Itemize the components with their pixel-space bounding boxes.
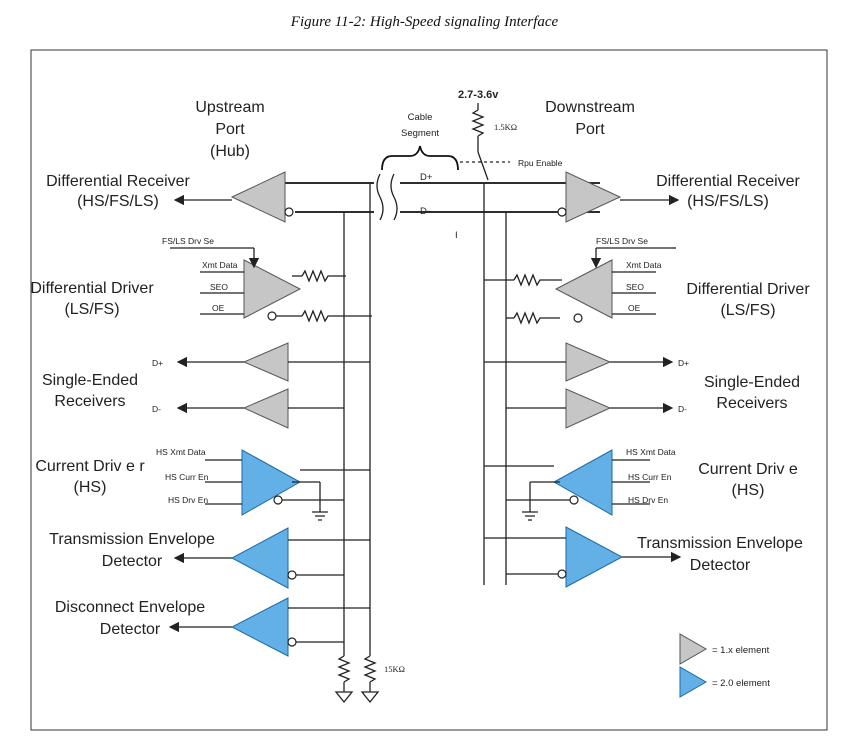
right-se-dplus: D+	[678, 358, 689, 368]
left-current-driver	[205, 449, 370, 521]
left-diff-driver-label-1: Differential Driver	[30, 280, 154, 297]
right-single-ended-label-1: Single-Ended	[704, 374, 800, 391]
left-single-ended-label-2: Receivers	[54, 393, 125, 410]
figure-frame	[30, 49, 828, 731]
right-current-driver	[484, 449, 650, 521]
left-tx-envelope-detector	[173, 527, 370, 589]
right-diff-driver	[484, 247, 676, 325]
left-fsls-drv-se: FS/LS Drv Se	[162, 236, 214, 246]
left-disc-env-label-1: Disconnect Envelope	[55, 599, 205, 616]
right-vertical-buses	[483, 183, 507, 585]
cable-label-1: Cable	[408, 112, 433, 123]
legend-blue-label: = 2.0 element	[712, 678, 770, 689]
left-current-driver-label-1: Current Driv e r	[35, 458, 145, 475]
left-current-driver-label-2: (HS)	[74, 479, 107, 496]
left-xmt-data: Xmt Data	[202, 260, 238, 270]
downstream-label-2: Port	[575, 121, 605, 138]
left-tx-env-label-2: Detector	[102, 553, 163, 570]
dplus-label: D+	[420, 172, 433, 183]
right-xmt-data: Xmt Data	[626, 260, 662, 270]
right-tx-env-label-1: Transmission Envelope	[637, 535, 803, 552]
left-hs-drv-en: HS Drv En	[168, 495, 208, 505]
cable-break	[374, 173, 400, 221]
right-seo: SEO	[626, 282, 644, 292]
pullup-resistor	[471, 103, 489, 181]
cable-brace	[381, 145, 459, 171]
pullup-value: 1.5KΩ	[494, 122, 517, 132]
left-se-dminus: D-	[152, 404, 161, 414]
right-diff-receiver-label-2: (HS/FS/LS)	[687, 193, 769, 210]
downstream-label-1: Downstream	[545, 99, 635, 116]
right-diff-receiver	[557, 171, 680, 223]
right-current-driver-label-1: Current Driv e	[698, 461, 798, 478]
right-single-ended-receivers	[484, 342, 674, 429]
left-tx-env-label-1: Transmission Envelope	[49, 531, 215, 548]
right-hs-curr-en: HS Curr En	[628, 472, 672, 482]
rpu-enable-label: Rpu Enable	[518, 158, 563, 168]
left-oe: OE	[212, 303, 225, 313]
figure-title: Figure 11-2: High-Speed signaling Interf…	[290, 14, 559, 30]
pulldown-value: 15KΩ	[384, 664, 405, 674]
left-diff-receiver-label-2: (HS/FS/LS)	[77, 193, 159, 210]
left-se-dplus: D+	[152, 358, 163, 368]
left-vertical-buses	[343, 183, 371, 650]
left-single-ended-receivers	[176, 342, 370, 429]
right-diff-receiver-label-1: Differential Receiver	[656, 173, 800, 190]
left-hs-xmt-data: HS Xmt Data	[156, 447, 206, 457]
upstream-label-3: (Hub)	[210, 143, 250, 160]
left-diff-receiver	[173, 171, 294, 223]
voltage-label: 2.7-3.6v	[458, 89, 499, 101]
left-diff-driver	[170, 247, 372, 323]
cable-label-2: Segment	[401, 128, 439, 139]
left-disconnect-envelope-detector	[168, 597, 370, 657]
left-single-ended-label-1: Single-Ended	[42, 372, 138, 389]
right-single-ended-label-2: Receivers	[716, 395, 787, 412]
legend-gray-label: = 1.x element	[712, 645, 770, 656]
legend-blue-swatch	[679, 666, 708, 698]
pulldown-resistors	[334, 650, 380, 704]
right-hs-xmt-data: HS Xmt Data	[626, 447, 676, 457]
dminus-label: D-	[420, 206, 430, 217]
legend	[679, 633, 708, 698]
left-diff-driver-label-2: (LS/FS)	[64, 301, 119, 318]
right-oe: OE	[628, 303, 641, 313]
left-disc-env-label-2: Detector	[100, 621, 161, 638]
left-diff-receiver-label-1: Differential Receiver	[46, 173, 190, 190]
right-se-dminus: D-	[678, 404, 687, 414]
right-diff-driver-label-2: (LS/FS)	[720, 302, 775, 319]
upstream-label-1: Upstream	[195, 99, 264, 116]
right-current-driver-label-2: (HS)	[732, 482, 765, 499]
right-hs-drv-en: HS Drv En	[628, 495, 668, 505]
left-hs-curr-en: HS Curr En	[165, 472, 209, 482]
right-diff-driver-label-1: Differential Driver	[686, 281, 810, 298]
upstream-label-2: Port	[215, 121, 245, 138]
right-fsls-drv-se: FS/LS Drv Se	[596, 236, 648, 246]
right-tx-envelope-detector	[484, 526, 682, 588]
bus-mark: I	[455, 230, 458, 241]
legend-gray-swatch	[679, 633, 708, 665]
left-seo: SEO	[210, 282, 228, 292]
right-tx-env-label-2: Detector	[690, 557, 751, 574]
